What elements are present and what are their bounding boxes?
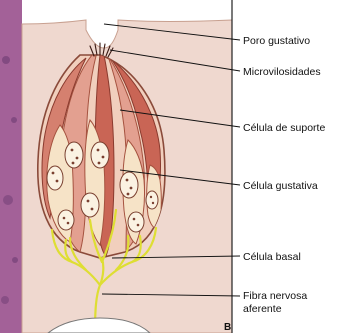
label-microvilosidades: Microvilosidades bbox=[243, 66, 321, 78]
label-fibra-nervosa: Fibra nervosa bbox=[243, 290, 307, 302]
label-celula-gustativa: Célula gustativa bbox=[243, 180, 318, 192]
figure-letter: B bbox=[224, 322, 231, 333]
stained-tissue-background bbox=[0, 0, 22, 333]
label-poro-gustativo: Poro gustativo bbox=[243, 35, 310, 47]
label-celula-basal: Célula basal bbox=[243, 251, 301, 263]
label-celula-suporte: Célula de suporte bbox=[243, 122, 325, 134]
label-aferente: aferente bbox=[243, 303, 282, 315]
